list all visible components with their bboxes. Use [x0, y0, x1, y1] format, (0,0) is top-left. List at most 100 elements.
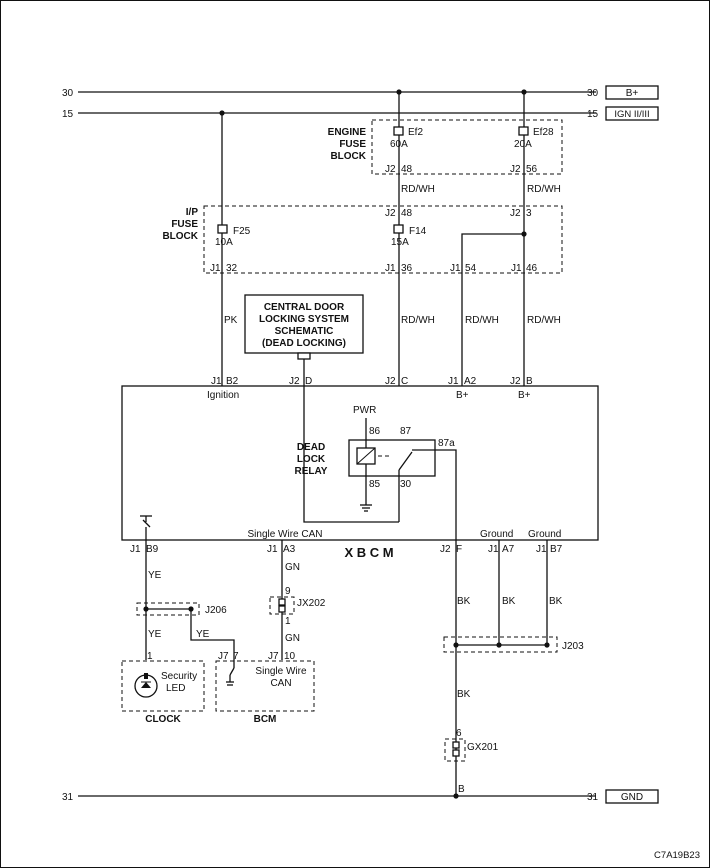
- svg-text:Security: Security: [161, 671, 197, 682]
- svg-text:J2: J2: [510, 376, 521, 387]
- wire-label: RD/WH: [401, 184, 435, 195]
- rail-30-left-label: 30: [62, 88, 74, 99]
- svg-text:7: 7: [233, 651, 239, 662]
- svg-text:GX201: GX201: [467, 742, 499, 753]
- svg-text:BCM: BCM: [254, 714, 277, 725]
- svg-text:J2: J2: [510, 208, 521, 219]
- svg-text:J2: J2: [385, 164, 396, 175]
- svg-text:Ignition: Ignition: [207, 390, 239, 401]
- svg-text:PK: PK: [224, 315, 238, 326]
- svg-text:A2: A2: [464, 376, 477, 387]
- rail-15-left-label: 15: [62, 109, 74, 120]
- svg-text:J2: J2: [385, 208, 396, 219]
- svg-text:B9: B9: [146, 544, 159, 555]
- fuse-ef2-icon: [393, 126, 404, 136]
- svg-text:(DEAD LOCKING): (DEAD LOCKING): [262, 338, 346, 349]
- svg-text:A7: A7: [502, 544, 515, 555]
- svg-text:GN: GN: [285, 562, 300, 573]
- svg-text:F14: F14: [409, 226, 427, 237]
- svg-text:10: 10: [284, 651, 296, 662]
- svg-text:1: 1: [285, 616, 291, 627]
- svg-text:GN: GN: [285, 633, 300, 644]
- svg-text:BK: BK: [549, 596, 563, 607]
- svg-text:J7: J7: [268, 651, 279, 662]
- svg-text:Ground: Ground: [528, 529, 561, 540]
- svg-text:DEAD: DEAD: [297, 442, 325, 453]
- rail-31-left-label: 31: [62, 792, 74, 803]
- svg-text:F25: F25: [233, 226, 251, 237]
- svg-text:J1: J1: [511, 263, 522, 274]
- svg-text:Ef28: Ef28: [533, 127, 554, 138]
- svg-text:CAN: CAN: [270, 678, 291, 689]
- svg-text:YE: YE: [148, 570, 162, 581]
- svg-text:J1: J1: [130, 544, 141, 555]
- svg-text:J2: J2: [440, 544, 451, 555]
- svg-text:46: 46: [526, 263, 538, 274]
- svg-text:SCHEMATIC: SCHEMATIC: [275, 326, 334, 337]
- svg-text:J1: J1: [488, 544, 499, 555]
- clock-module: 1 Security LED CLOCK: [121, 651, 205, 725]
- svg-text:FUSE: FUSE: [339, 139, 366, 150]
- svg-text:10A: 10A: [215, 237, 233, 248]
- wire-label: RD/WH: [527, 184, 561, 195]
- splice-j206: J206: [136, 602, 227, 616]
- svg-text:J1: J1: [385, 263, 396, 274]
- rail-30-tag: B+: [626, 88, 639, 99]
- svg-text:B: B: [458, 784, 465, 795]
- svg-text:48: 48: [401, 208, 413, 219]
- svg-text:56: 56: [526, 164, 538, 175]
- svg-text:F: F: [456, 544, 462, 555]
- xbcm-title: X B C M: [344, 545, 393, 560]
- rail-30-right-label: 30: [587, 88, 599, 99]
- svg-text:J7: J7: [218, 651, 229, 662]
- svg-text:J1: J1: [536, 544, 547, 555]
- svg-text:BK: BK: [457, 596, 471, 607]
- central-door-locking-ref-box[interactable]: CENTRAL DOOR LOCKING SYSTEM SCHEMATIC (D…: [244, 294, 364, 360]
- svg-text:PWR: PWR: [353, 405, 376, 416]
- svg-text:J1: J1: [211, 376, 222, 387]
- svg-text:9: 9: [285, 586, 291, 597]
- svg-text:87: 87: [400, 426, 412, 437]
- svg-text:RD/WH: RD/WH: [401, 315, 435, 326]
- rail-31: 31 31 GND: [62, 789, 659, 804]
- svg-text:BK: BK: [457, 689, 471, 700]
- svg-text:3: 3: [526, 208, 532, 219]
- svg-text:32: 32: [226, 263, 238, 274]
- svg-text:CENTRAL DOOR: CENTRAL DOOR: [264, 302, 345, 313]
- svg-text:J1: J1: [267, 544, 278, 555]
- svg-text:J1: J1: [210, 263, 221, 274]
- svg-text:I/P: I/P: [186, 207, 199, 218]
- rail-15: 15 15 IGN II/III: [62, 106, 659, 121]
- rail-31-right-label: 31: [587, 792, 599, 803]
- svg-text:Ground: Ground: [480, 529, 513, 540]
- svg-text:C: C: [401, 376, 408, 387]
- svg-text:86: 86: [369, 426, 381, 437]
- svg-text:B7: B7: [550, 544, 563, 555]
- svg-text:BLOCK: BLOCK: [162, 231, 198, 242]
- svg-text:J2: J2: [385, 376, 396, 387]
- svg-text:J1: J1: [448, 376, 459, 387]
- fuse-ef28-icon: [518, 126, 529, 136]
- svg-text:B+: B+: [518, 390, 531, 401]
- svg-text:BLOCK: BLOCK: [330, 151, 366, 162]
- svg-text:6: 6: [456, 728, 462, 739]
- svg-text:Single Wire CAN: Single Wire CAN: [247, 529, 322, 540]
- svg-text:J1: J1: [450, 263, 461, 274]
- svg-text:36: 36: [401, 263, 413, 274]
- svg-text:15A: 15A: [391, 237, 409, 248]
- connector-jx202: 9 JX202 1: [269, 586, 326, 627]
- rail-15-right-label: 15: [587, 109, 599, 120]
- svg-text:LOCKING SYSTEM: LOCKING SYSTEM: [259, 314, 349, 325]
- xbcm-module: J1 B2 Ignition J2 D J2 C J1 A2 B+ J2 B B…: [121, 376, 599, 560]
- rail-31-tag: GND: [621, 792, 643, 803]
- svg-text:Single Wire: Single Wire: [255, 666, 307, 677]
- svg-text:J2: J2: [289, 376, 300, 387]
- engine-fuse-block: ENGINE FUSE BLOCK Ef2 60A J2 48 Ef28 20A…: [328, 119, 563, 175]
- fuse-f14-icon: [393, 224, 404, 234]
- svg-text:BK: BK: [502, 596, 516, 607]
- svg-text:B2: B2: [226, 376, 239, 387]
- svg-text:JX202: JX202: [297, 598, 326, 609]
- diagram-code: C7A19B23: [654, 850, 700, 861]
- svg-text:D: D: [305, 376, 312, 387]
